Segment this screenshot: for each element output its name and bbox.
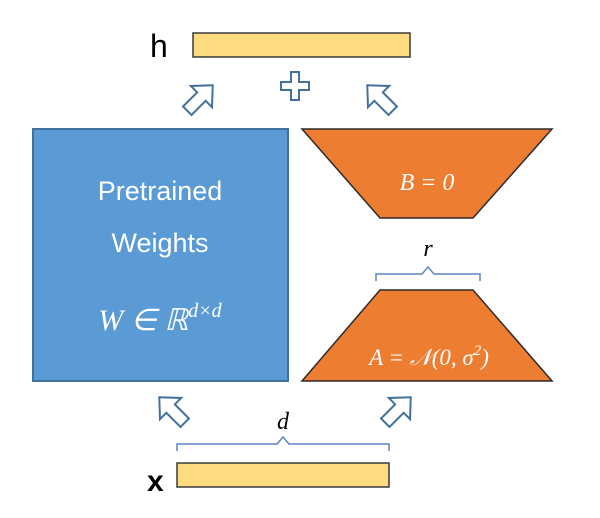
- output-label: h: [150, 28, 168, 64]
- b-equation: B = 0: [400, 170, 455, 196]
- r-label: r: [423, 236, 433, 262]
- input-bar: [176, 462, 390, 488]
- up-left-arrow-icon: [366, 84, 399, 117]
- plus-sign-icon: [280, 71, 310, 101]
- r-brace: [375, 265, 481, 281]
- a-equation-main: A = 𝒩(0, σ: [367, 345, 475, 370]
- matrix-b-trapezoid: [300, 128, 554, 219]
- pretrained-weights-box: [32, 128, 289, 382]
- up-right-arrow-icon: [379, 396, 412, 429]
- a-equation-close: ): [479, 345, 489, 370]
- up-right-arrow-icon: [181, 84, 214, 117]
- matrix-a-trapezoid: [300, 289, 554, 382]
- w-formula-main: W ∈ ℝ: [98, 304, 189, 337]
- a-equation-sup: 2: [474, 343, 482, 359]
- pretrained-label: Pretrained: [98, 176, 223, 206]
- input-label: x: [147, 465, 164, 498]
- w-formula-sup: d×d: [188, 300, 222, 322]
- a-equation: A = 𝒩(0, σ2): [367, 343, 489, 370]
- d-brace: [176, 435, 390, 451]
- w-formula: W ∈ ℝd×d: [98, 300, 222, 337]
- weights-label: Weights: [111, 228, 208, 258]
- d-label: d: [277, 409, 290, 435]
- up-left-arrow-icon: [158, 396, 191, 429]
- output-bar: [192, 32, 411, 58]
